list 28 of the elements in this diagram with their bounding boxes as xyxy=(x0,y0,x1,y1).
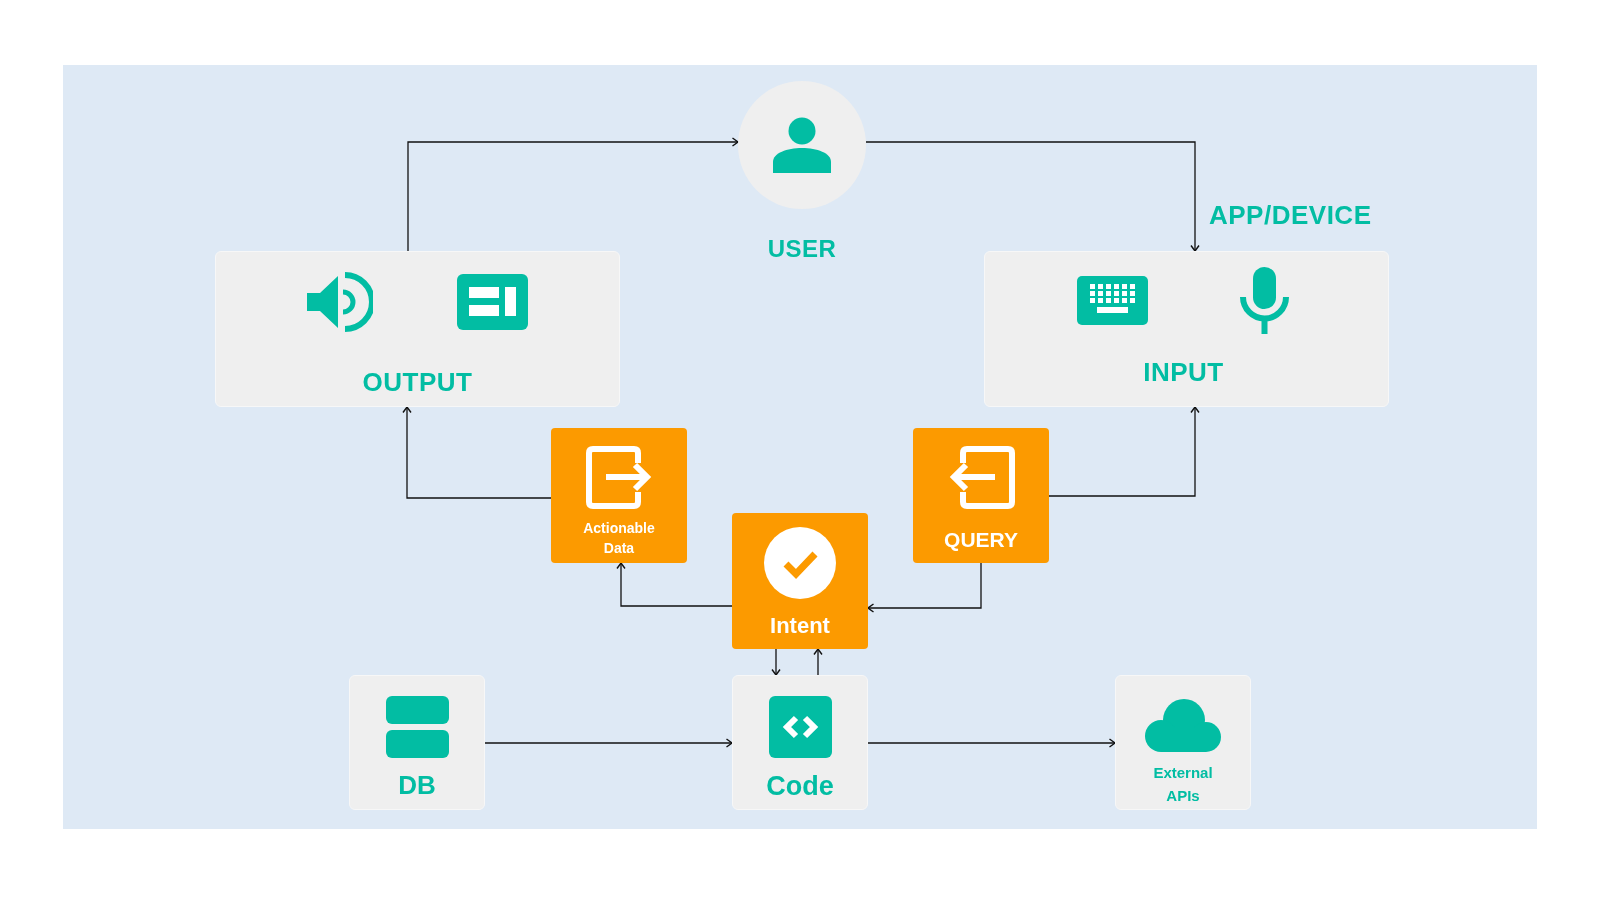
arrow xyxy=(402,406,552,499)
arrow xyxy=(867,562,982,613)
process-box xyxy=(349,675,485,810)
process-box xyxy=(551,428,687,563)
node-label: Actionable Data xyxy=(582,519,656,558)
arrow xyxy=(616,562,733,607)
process-box xyxy=(732,513,868,649)
arrow xyxy=(1048,406,1200,497)
node-label: External APIs xyxy=(1152,763,1214,806)
section-label: APP/DEVICE xyxy=(1209,200,1372,230)
process-box xyxy=(913,428,1049,563)
arrow xyxy=(484,738,733,748)
process-box xyxy=(984,251,1389,407)
node-label: Code xyxy=(766,771,834,802)
process-box xyxy=(1115,675,1251,810)
process-box xyxy=(215,251,620,407)
node-label: QUERY xyxy=(944,527,1018,553)
node-label: DB xyxy=(398,770,436,800)
node-label: OUTPUT xyxy=(362,367,473,397)
arrow xyxy=(771,648,781,676)
arrow xyxy=(407,137,739,252)
node-label: INPUT xyxy=(1143,357,1224,387)
arrow xyxy=(865,141,1200,252)
node-label: USER xyxy=(767,235,837,263)
process-box xyxy=(732,675,868,810)
node-label: Intent xyxy=(770,613,830,639)
arrow xyxy=(867,738,1116,748)
arrow xyxy=(813,648,823,676)
